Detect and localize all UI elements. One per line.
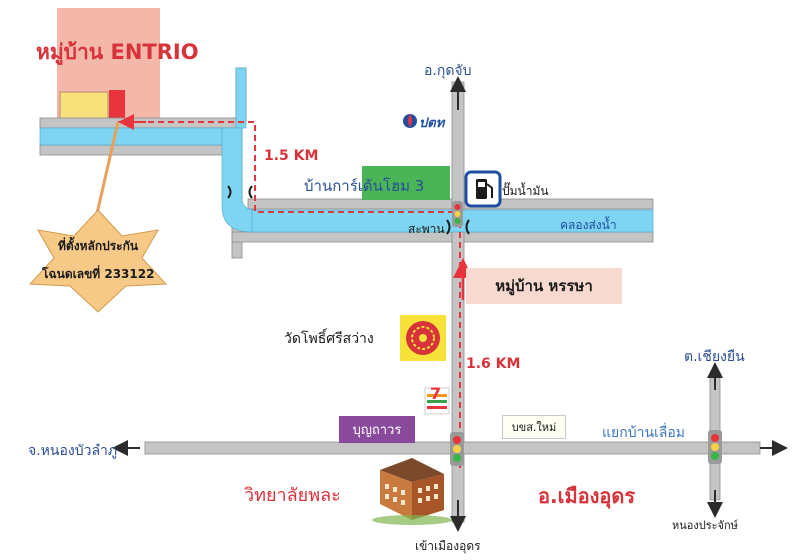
- location-marker-line1: ที่ตั้งหลักประกัน: [58, 239, 139, 253]
- seven-eleven-icon: [424, 387, 450, 415]
- college-building-icon: [372, 458, 452, 525]
- location-marker-line2: โฉนดเลขที่ 233122: [42, 267, 155, 281]
- gas-station-label: ปั๊มน้ำมัน: [502, 184, 549, 198]
- harrasa-village-label: หมู่บ้าน หรรษา: [466, 268, 622, 304]
- temple-label: วัดโพธิ์ศรีสว่าง: [284, 331, 374, 347]
- boonthavorn-label: บุญถาวร: [339, 416, 415, 443]
- college-label: วิทยาลัยพละ: [244, 485, 341, 506]
- road-village-bottom: [39, 144, 236, 156]
- canal-north-branch: [235, 67, 247, 129]
- direction-arrows: [112, 76, 788, 532]
- ptt-logo-icon: [403, 114, 417, 128]
- distance-second-leg: 1.6 KM: [466, 356, 521, 372]
- distance-first-leg: 1.5 KM: [264, 148, 319, 164]
- ptt-logo-label: ปตท: [419, 116, 445, 131]
- bridge-marks: [227, 185, 470, 235]
- bridge-label: สะพาน: [408, 222, 445, 236]
- village-block: [57, 8, 160, 121]
- route-line: [118, 121, 461, 470]
- seven-eleven-label: 7: [430, 384, 442, 403]
- traffic-light-main: [450, 432, 464, 466]
- west-direction-label: จ.หนองบัวลำภู: [28, 443, 118, 459]
- fuel-pump-icon: [464, 170, 502, 208]
- temple-icon: [400, 315, 446, 361]
- bus-terminal-label: บขส.ใหม่: [502, 415, 566, 439]
- district-label: อ.เมืองอุดร: [538, 484, 636, 508]
- garden-home-box: [362, 166, 450, 200]
- location-pointer: [94, 121, 120, 219]
- traffic-light-canal: [452, 201, 463, 227]
- southeast-direction-label: หนองประจักษ์: [672, 519, 738, 532]
- canal-west: [39, 127, 241, 146]
- south-direction-label: เข้าเมืองอุดร: [415, 539, 481, 553]
- north-direction-label: อ.กุดจับ: [424, 63, 472, 79]
- location-star-shape: [28, 209, 168, 313]
- ban-luam-junction-label: แยกบ้านเลื่อม: [602, 425, 686, 441]
- garden-home-label: บ้านการ์เด้นโฮม 3: [304, 177, 425, 195]
- traffic-light-east: [708, 430, 722, 464]
- road-canal-north: [247, 198, 654, 210]
- northeast-direction-label: ต.เชียงยืน: [684, 349, 745, 365]
- village-name: หมู่บ้าน ENTRIO: [36, 40, 199, 64]
- canal-label: คลองส่งน้ำ: [560, 218, 617, 232]
